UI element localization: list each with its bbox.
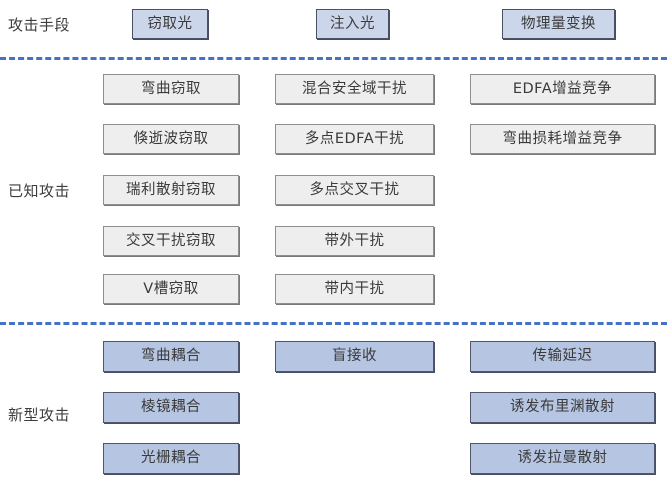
known-attack-cell[interactable]: V槽窃取 (103, 274, 239, 304)
new-attack-cell[interactable]: 光栅耦合 (103, 443, 239, 474)
known-attack-cell[interactable]: 带外干扰 (275, 226, 434, 256)
known-attack-cell[interactable]: 多点EDFA干扰 (275, 124, 434, 154)
column-header-physical-conversion[interactable]: 物理量变换 (502, 9, 615, 39)
new-attack-cell[interactable]: 诱发拉曼散射 (470, 443, 655, 474)
known-attack-cell[interactable]: 倏逝波窃取 (103, 124, 239, 154)
new-attack-cell[interactable]: 传输延迟 (470, 341, 655, 372)
known-attack-cell[interactable]: EDFA增益竞争 (470, 74, 655, 104)
divider-top (0, 57, 667, 60)
known-attack-cell[interactable]: 带内干扰 (275, 274, 434, 304)
new-attack-cell[interactable]: 盲接收 (275, 341, 434, 372)
header-row-label: 攻击手段 (8, 16, 71, 34)
known-attack-cell[interactable]: 瑞利散射窃取 (103, 175, 239, 205)
column-header-eavesdropping[interactable]: 窃取光 (132, 9, 208, 39)
known-attack-cell[interactable]: 多点交叉干扰 (275, 175, 434, 205)
known-attack-cell[interactable]: 交叉干扰窃取 (103, 226, 239, 256)
divider-bottom (0, 322, 667, 325)
new-attack-cell[interactable]: 棱镜耦合 (103, 392, 239, 423)
known-attack-cell[interactable]: 混合安全域干扰 (275, 74, 434, 104)
section-label-known-attacks: 已知攻击 (8, 182, 71, 200)
section-label-new-attacks: 新型攻击 (8, 406, 71, 424)
column-header-injection[interactable]: 注入光 (316, 9, 389, 39)
new-attack-cell[interactable]: 诱发布里渊散射 (470, 392, 655, 423)
new-attack-cell[interactable]: 弯曲耦合 (103, 341, 239, 372)
known-attack-cell[interactable]: 弯曲窃取 (103, 74, 239, 104)
known-attack-cell[interactable]: 弯曲损耗增益竞争 (470, 124, 655, 154)
